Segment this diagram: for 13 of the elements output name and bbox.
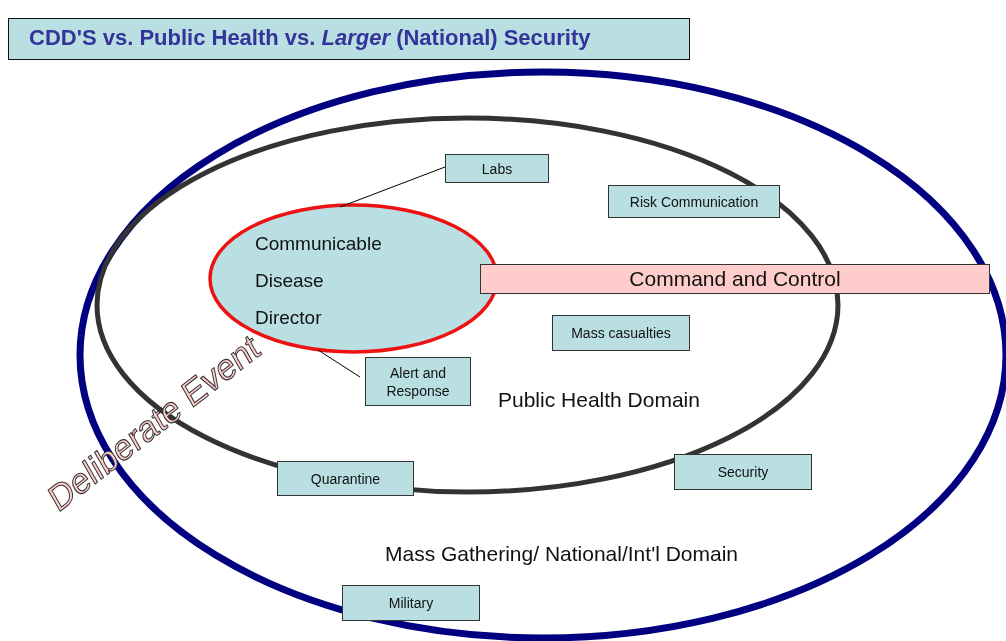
topic-box: Military xyxy=(342,585,480,621)
topic-box: Mass casualties xyxy=(552,315,690,351)
title-banner: CDD'S vs. Public Health vs. Larger (National) Security xyxy=(8,18,690,60)
topic-box: Alert and Response xyxy=(365,357,471,406)
topic-box: Risk Communication xyxy=(608,185,780,218)
topic-box: Quarantine xyxy=(277,461,414,496)
director-label: Communicable Disease Director xyxy=(255,232,382,330)
public-health-domain-label: Public Health Domain xyxy=(498,388,700,412)
leader-line xyxy=(339,166,446,208)
topic-box: Labs xyxy=(445,154,549,183)
mass-gathering-domain-label: Mass Gathering/ National/Int'l Domain xyxy=(385,542,738,566)
leader-line xyxy=(317,349,361,378)
topic-box: Security xyxy=(674,454,812,490)
